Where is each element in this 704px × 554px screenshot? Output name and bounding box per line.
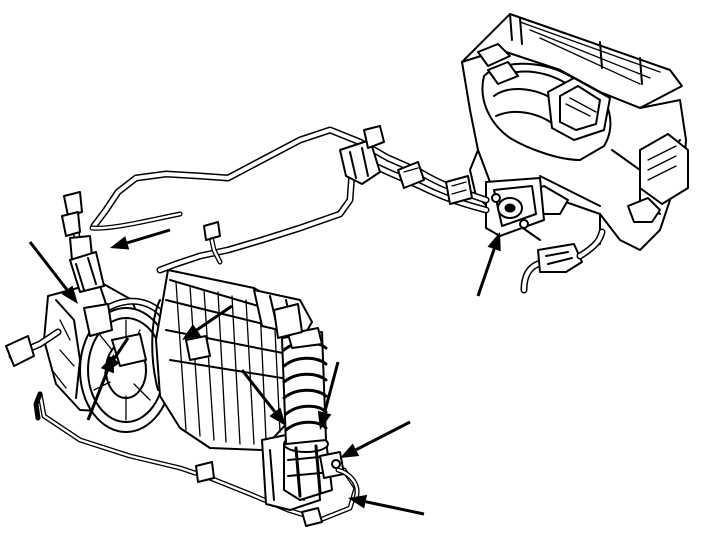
callout-arrow-shaft (28, 241, 69, 291)
callout-arrow-head (61, 285, 78, 304)
callout-arrow-shaft (196, 304, 233, 332)
callout-arrow (240, 369, 286, 426)
evaporator-inlet-block (485, 177, 545, 237)
callout-arrow (28, 241, 78, 304)
callout-arrow-shaft (126, 228, 171, 245)
callout-arrow-shaft (476, 248, 496, 297)
callout-arrow (110, 228, 171, 250)
callout-arrow (86, 354, 114, 421)
refrigerant-lines (33, 125, 490, 523)
callout-arrow-head (348, 494, 368, 509)
callout-arrow (348, 494, 425, 516)
callout-arrow (340, 420, 411, 458)
callout-arrow-head (100, 354, 114, 374)
callout-arrow-shaft (323, 361, 340, 413)
callout-arrow-head (487, 232, 501, 252)
heater-hose-fittings (520, 228, 606, 294)
callout-arrow (317, 361, 340, 430)
callout-arrow (182, 304, 233, 340)
callout-arrow-shaft (365, 500, 425, 516)
callout-arrows (28, 228, 501, 516)
mounting-brackets (185, 335, 323, 527)
receiver-drier-assembly (261, 303, 360, 511)
callout-arrow (476, 232, 501, 297)
compressor-assembly (5, 211, 182, 433)
callout-arrow-head (182, 324, 201, 340)
callout-arrow-shaft (112, 337, 130, 360)
callout-arrow-shaft (86, 370, 109, 421)
callout-arrow-shaft (355, 420, 411, 452)
callout-arrow-head (340, 443, 360, 458)
hvac-evaporator-case (461, 13, 689, 251)
callout-arrow-head (269, 407, 286, 426)
callout-arrow-head (110, 236, 130, 250)
callout-arrow-shaft (240, 369, 277, 413)
callout-arrow-head (317, 410, 332, 430)
